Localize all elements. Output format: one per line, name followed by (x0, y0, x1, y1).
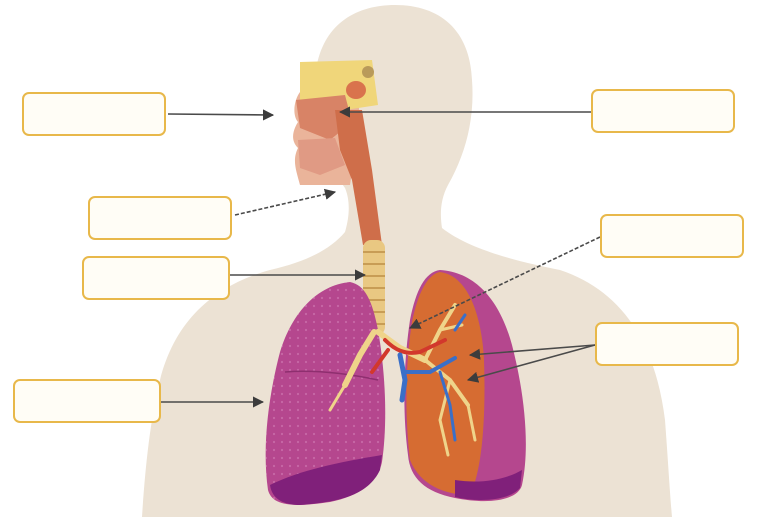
label-box-nasal-cavity[interactable] (22, 92, 166, 136)
lung-right-inner (406, 272, 484, 495)
sinus-cavity-2 (362, 66, 374, 78)
label-box-sinus[interactable] (591, 89, 735, 133)
arrow-nasal (168, 114, 273, 115)
label-box-pharynx[interactable] (88, 196, 232, 240)
label-box-bronchioles[interactable] (595, 322, 739, 366)
sinus-cavity (346, 81, 366, 99)
label-box-bronchus[interactable] (600, 214, 744, 258)
arrow-pharynx (235, 192, 335, 215)
label-box-left-lung[interactable] (13, 379, 161, 423)
label-box-trachea[interactable] (82, 256, 230, 300)
